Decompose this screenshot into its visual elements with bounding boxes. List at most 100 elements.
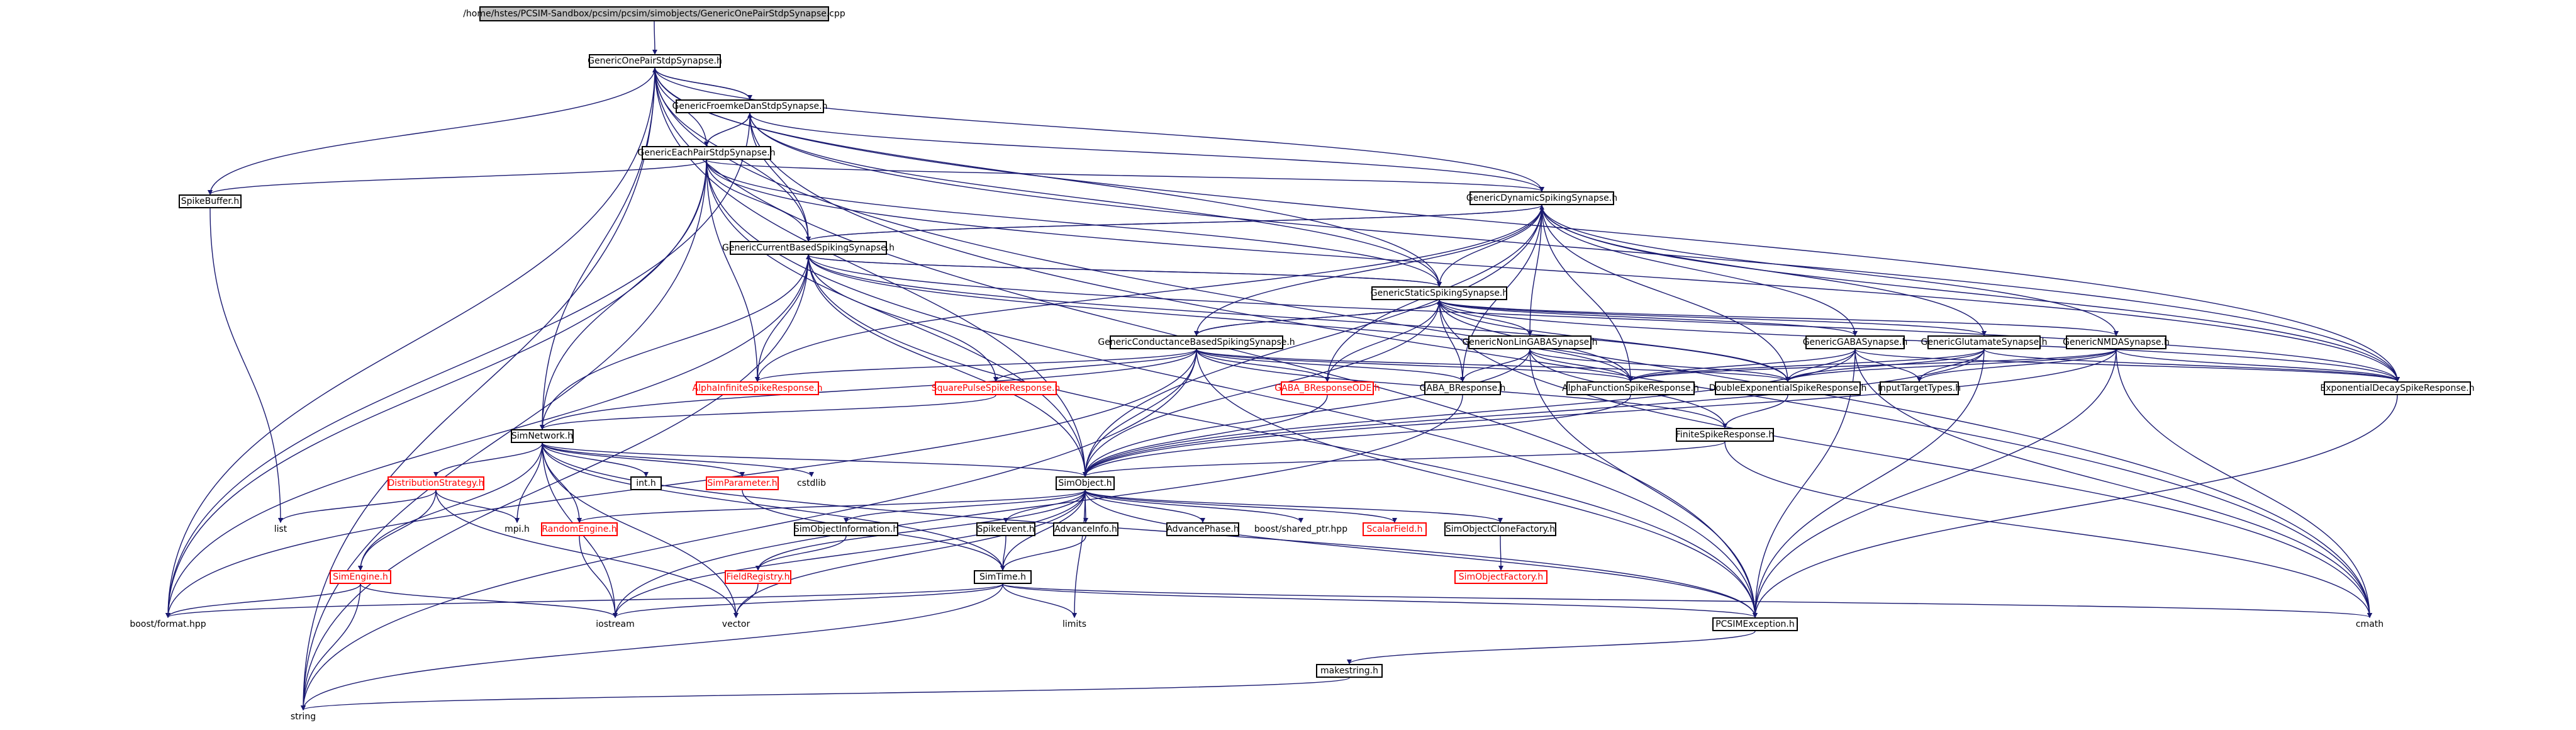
edge-gdss-to-expdecay [1541, 205, 2400, 382]
edge-diststrategy-to-vector [435, 490, 739, 618]
node-sim-engine[interactable]: SimEngine.h [330, 570, 391, 584]
edge-gepss-to-gfmdss [706, 113, 752, 147]
node-generic-one-pair-stdp-synapse[interactable]: GenericOnePairStdpSynapse.h [588, 54, 722, 68]
node-scalar-field[interactable]: ScalarField.h [1363, 522, 1427, 536]
edge-gnlgaba-to-gababresp [1460, 349, 1531, 382]
edge-gcondbss-to-pcsimexception [1196, 349, 1758, 618]
edge-gcbss-to-boostformat [165, 254, 809, 618]
node-generic-nonlin-gaba-synapse[interactable]: GenericNonLinGABASynapse.h [1462, 335, 1598, 349]
edge-gfmdss-to-expdecay [749, 113, 2400, 382]
edge-simobject-to-vector [733, 490, 1086, 618]
edge-simtime-to-limits [1002, 583, 1077, 618]
node-square-pulse-spike-response[interactable]: SquarePulseSpikeResponse.h [932, 381, 1060, 395]
edge-simtime-to-iostream [613, 583, 1003, 618]
node-boost-shared-ptr: boost/shared_ptr.hpp [1254, 524, 1348, 534]
node-sim-object-information[interactable]: SimObjectInformation.h [794, 522, 898, 536]
edge-gcbss-to-simnetwork [540, 254, 809, 430]
edge-gdss-to-doubleexp [1541, 205, 1790, 382]
edge-gdss-to-gsss [1437, 205, 1542, 287]
edge-simengine-to-boostformat [165, 583, 361, 618]
node-sim-object[interactable]: SimObject.h [1056, 476, 1115, 490]
edge-simobjclone-to-simobjfactory [1498, 536, 1503, 571]
node-spike-event[interactable]: SpikeEvent.h [976, 522, 1035, 536]
edge-simengine-to-string [301, 583, 361, 710]
node-generic-each-pair-stdp-synapse[interactable]: GenericEachPairStdpSynapse.h [637, 146, 776, 160]
edge-gcondbss-to-string [301, 349, 1197, 710]
edge-simnetwork-to-simparameter [542, 442, 745, 477]
edge-gglut-to-expdecay [1983, 349, 2400, 382]
edge-gsss-to-gababode [1325, 300, 1440, 382]
edge-gfmdss-to-cmath [749, 113, 2372, 618]
edge-gfmdss-to-boostformat [165, 113, 750, 618]
node-gaba-b-response[interactable]: GABA_BResponse.h [1420, 381, 1505, 395]
node-alpha-infinite-spike-response[interactable]: AlphaInfiniteSpikeResponse.h [693, 381, 822, 395]
edge-ggaba-to-simobject [1083, 349, 1856, 477]
node-sim-object-factory[interactable]: SimObjectFactory.h [1454, 570, 1547, 584]
edge-simobject-to-simobjclone [1084, 490, 1503, 523]
node-gaba-b-response-ode[interactable]: GABA_BResponseODE.h [1274, 381, 1380, 395]
edge-gcondbss-to-sqpulse [993, 349, 1197, 382]
node-makestring[interactable]: makestring.h [1316, 664, 1383, 678]
edge-simnetwork-to-inth [542, 442, 649, 477]
node-pcsim-exception[interactable]: PCSIMException.h [1712, 617, 1798, 631]
edge-gdss-to-alphainf [755, 205, 1542, 382]
edge-simobject-to-simtime [1000, 490, 1086, 571]
node-sim-network[interactable]: SimNetwork.h [511, 429, 574, 443]
node-sim-time[interactable]: SimTime.h [974, 570, 1032, 584]
edge-gcbss-to-expdecay [808, 254, 2400, 382]
edge-gsss-to-gglut [1439, 300, 1987, 336]
node-finite-spike-response[interactable]: FiniteSpikeResponse.h [1676, 428, 1774, 442]
edge-gepss-to-gcbss [706, 159, 811, 242]
edge-pcsimexception-to-makestring [1347, 631, 1756, 665]
node-advance-phase[interactable]: AdvancePhase.h [1166, 522, 1239, 536]
node-generic-froemke-dan-stdp-synapse[interactable]: GenericFroemkeDanStdpSynapse.h [672, 99, 827, 113]
edge-gsss-to-expdecay [1439, 300, 2400, 382]
node-generic-gaba-synapse[interactable]: GenericGABASynapse.h [1803, 335, 1907, 349]
edge-gsss-to-gnmda [1439, 300, 2119, 336]
edge-gcondbss-to-gababode [1196, 349, 1330, 382]
edge-ggaba-to-cmath [1854, 349, 2372, 618]
node-exponential-decay-spike-response[interactable]: ExponentialDecaySpikeResponse.h [2320, 381, 2475, 395]
edge-gcbss-to-gdss [808, 205, 1544, 242]
node-spike-buffer[interactable]: SpikeBuffer.h [179, 194, 242, 208]
edge-simobjinfo-to-fieldregistry [756, 536, 847, 571]
edge-gcondbss-to-simnetwork [540, 349, 1197, 430]
node-distribution-strategy[interactable]: DistributionStrategy.h [388, 476, 484, 490]
edge-gcbss-to-sqpulse [808, 254, 998, 382]
edge-makestring-to-string [301, 677, 1350, 710]
node-generic-dynamic-spiking-synapse[interactable]: GenericDynamicSpikingSynapse.h [1466, 191, 1617, 205]
edge-finitespike-to-cmath [1724, 441, 2372, 618]
node-sim-parameter[interactable]: SimParameter.h [706, 476, 779, 490]
edge-gnlgaba-to-alphafunc [1529, 349, 1633, 382]
node-input-target-types[interactable]: InputTargetTypes.h [1878, 381, 1961, 395]
edge-gcbss-to-simobject [808, 254, 1088, 477]
node-field-registry[interactable]: FieldRegistry.h [725, 570, 791, 584]
node-random-engine[interactable]: RandomEngine.h [541, 522, 618, 536]
edge-simobject-to-randomengine [577, 490, 1086, 523]
node-generic-nmda-synapse[interactable]: GenericNMDASynapse.h [2063, 335, 2170, 349]
node-double-exponential-spike-response[interactable]: DoubleExponentialSpikeResponse.h [1709, 381, 1866, 395]
node-advance-info[interactable]: AdvanceInfo.h [1053, 522, 1118, 536]
node-alpha-function-spike-response[interactable]: AlphaFunctionSpikeResponse.h [1562, 381, 1699, 395]
edge-randomengine-to-iostream [579, 536, 618, 618]
edge-simnetwork-to-simengine [358, 442, 543, 571]
node-generic-current-based-spiking-synapse[interactable]: GenericCurrentBasedSpikingSynapse.h [722, 241, 895, 255]
node-generic-glutamate-synapse[interactable]: GenericGlutamateSynapse.h [1921, 335, 2048, 349]
edge-simtime-to-cmath [1002, 583, 2372, 618]
node-generic-conductance-based-spiking-synapse[interactable]: GenericConductanceBasedSpikingSynapse.h [1098, 335, 1295, 349]
node-list: list [274, 524, 287, 534]
edge-gnlgaba-to-doubleexp [1529, 349, 1790, 382]
edge-gglut-to-alphafunc [1628, 349, 1985, 382]
edge-simnetwork-to-pcsimexception [542, 442, 1758, 618]
node-string: string [290, 712, 316, 722]
edge-simnetwork-to-vector [542, 442, 739, 618]
node-iostream: iostream [596, 619, 635, 629]
node-generic-static-spiking-synapse[interactable]: GenericStaticSpikingSynapse.h [1371, 286, 1508, 300]
node-int-h[interactable]: int.h [630, 476, 662, 490]
node-sim-object-clone-factory[interactable]: SimObjectCloneFactory.h [1444, 522, 1556, 536]
edge-simnetwork-to-simobject [542, 442, 1088, 477]
edge-gsss-to-doubleexp [1439, 300, 1790, 382]
edge-expdecay-to-pcsimexception [1753, 395, 2398, 618]
edge-gdss-to-gnmda [1541, 205, 2119, 336]
